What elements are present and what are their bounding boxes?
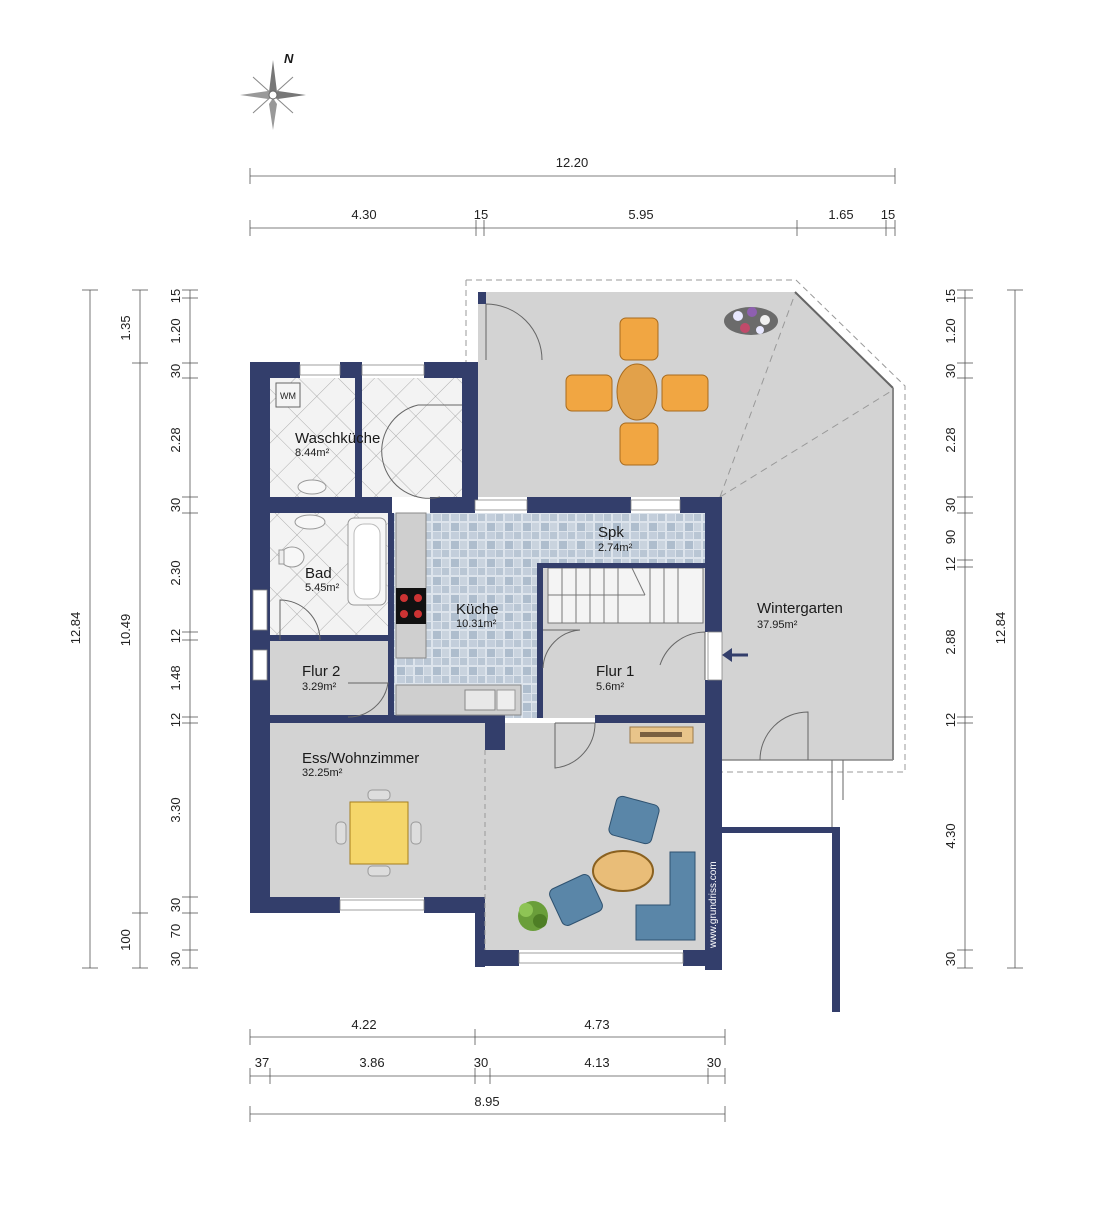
dim-right-seg-1: 15 bbox=[943, 289, 958, 303]
dim-right-seg-5: 30 bbox=[943, 498, 958, 512]
walls bbox=[250, 292, 840, 1012]
dim-left-mid-3: 100 bbox=[118, 929, 133, 951]
kueche-area: 10.31m² bbox=[456, 618, 497, 630]
sofa-icon bbox=[635, 851, 696, 941]
waschkueche-floor-b bbox=[362, 378, 462, 497]
flower-planter-icon bbox=[724, 307, 778, 335]
dim-left-mid-2: 10.49 bbox=[118, 614, 133, 647]
patio-table-icon bbox=[565, 317, 709, 466]
spk-floor bbox=[537, 513, 705, 563]
dim-top-seg-1: 4.30 bbox=[351, 207, 376, 222]
dim-bottom-seg-4: 4.13 bbox=[584, 1055, 609, 1070]
flur2-area: 3.29m² bbox=[302, 681, 337, 693]
dim-left-seg-11: 30 bbox=[168, 898, 183, 912]
spk-name: Spk bbox=[598, 524, 624, 541]
dim-top-seg-4: 1.65 bbox=[828, 207, 853, 222]
dim-right-total: 12.84 bbox=[993, 612, 1008, 645]
armchair-icon bbox=[549, 795, 660, 926]
dim-bottom-seg-2: 3.86 bbox=[359, 1055, 384, 1070]
flur2-floor bbox=[270, 640, 388, 717]
toilet-icon bbox=[278, 546, 305, 568]
windows bbox=[252, 364, 723, 964]
dim-bottom-seg-1: 37 bbox=[255, 1055, 269, 1070]
wintergarten-area: 37.95m² bbox=[757, 619, 798, 631]
right-dimensions: 15 1.20 30 2.28 30 90 12 2.88 12 4.30 30… bbox=[943, 289, 1023, 969]
dim-left-seg-5: 30 bbox=[168, 498, 183, 512]
dim-right-seg-9: 12 bbox=[943, 713, 958, 727]
top-dimensions: 12.20 4.30 15 5.95 1.65 15 bbox=[249, 155, 896, 236]
waschkueche-name: Waschküche bbox=[295, 430, 380, 447]
entry-arrow-icon bbox=[722, 648, 748, 662]
compass-label: N bbox=[284, 51, 294, 66]
dim-left-seg-10: 3.30 bbox=[168, 797, 183, 822]
kueche-name: Küche bbox=[456, 601, 499, 618]
dim-bottom-total: 8.95 bbox=[474, 1094, 499, 1109]
dim-right-seg-3: 30 bbox=[943, 364, 958, 378]
dim-top-seg-2: 15 bbox=[474, 207, 488, 222]
dim-right-seg-7: 12 bbox=[943, 557, 958, 571]
dim-bottom-upper-2: 4.73 bbox=[584, 1017, 609, 1032]
bad-name: Bad bbox=[305, 565, 332, 582]
dim-left-mid-1: 1.35 bbox=[118, 315, 133, 340]
compass-icon: N bbox=[240, 51, 306, 130]
dim-left-seg-1: 15 bbox=[168, 289, 183, 303]
flur2-name: Flur 2 bbox=[302, 663, 340, 680]
sink-icon bbox=[294, 479, 327, 530]
plant-icon bbox=[518, 901, 548, 931]
dim-right-seg-8: 2.88 bbox=[943, 629, 958, 654]
dim-top-seg-3: 5.95 bbox=[628, 207, 653, 222]
washing-machine-icon: WM bbox=[275, 382, 301, 408]
left-dimensions: 12.84 1.35 10.49 100 15 1.20 30 2.28 30 … bbox=[68, 289, 198, 969]
stove-icon bbox=[396, 588, 426, 624]
watermark-text: www.grundriss.com bbox=[708, 861, 719, 949]
dim-left-seg-7: 12 bbox=[168, 629, 183, 643]
dim-right-seg-2: 1.20 bbox=[943, 318, 958, 343]
bathtub-icon bbox=[347, 517, 387, 606]
bad-area: 5.45m² bbox=[305, 582, 340, 594]
dim-left-seg-2: 1.20 bbox=[168, 318, 183, 343]
dim-bottom-seg-3: 30 bbox=[474, 1055, 488, 1070]
dim-left-seg-8: 1.48 bbox=[168, 665, 183, 690]
dim-top-seg-5: 15 bbox=[881, 207, 895, 222]
kitchen-sink-icon bbox=[464, 689, 516, 711]
dim-left-seg-9: 12 bbox=[168, 713, 183, 727]
flur1-name: Flur 1 bbox=[596, 663, 634, 680]
dim-right-seg-4: 2.28 bbox=[943, 427, 958, 452]
washing-machine-label: WM bbox=[280, 391, 296, 401]
wohnen-area: 32.25m² bbox=[302, 767, 343, 779]
waschkueche-area: 8.44m² bbox=[295, 447, 330, 459]
bottom-dimensions: 4.22 4.73 37 3.86 30 4.13 30 8.95 bbox=[249, 1017, 726, 1122]
wintergarten-name: Wintergarten bbox=[757, 600, 843, 617]
dim-left-total: 12.84 bbox=[68, 612, 83, 645]
dim-top-total: 12.20 bbox=[556, 155, 589, 170]
dim-left-seg-3: 30 bbox=[168, 364, 183, 378]
spk-area: 2.74m² bbox=[598, 542, 633, 554]
dim-bottom-seg-5: 30 bbox=[707, 1055, 721, 1070]
flur1-area: 5.6m² bbox=[596, 681, 624, 693]
dim-right-seg-11: 30 bbox=[943, 952, 958, 966]
dim-bottom-upper-1: 4.22 bbox=[351, 1017, 376, 1032]
staircase bbox=[547, 567, 704, 624]
coffee-table-icon bbox=[592, 850, 654, 892]
doors bbox=[279, 303, 844, 827]
dim-left-seg-13: 30 bbox=[168, 952, 183, 966]
dim-left-seg-12: 70 bbox=[168, 924, 183, 938]
sideboard-icon bbox=[629, 726, 694, 744]
dim-left-seg-4: 2.28 bbox=[168, 427, 183, 452]
dim-right-seg-10: 4.30 bbox=[943, 823, 958, 848]
wohnen-name: Ess/Wohnzimmer bbox=[302, 750, 419, 767]
dining-table-icon bbox=[335, 789, 422, 877]
dim-right-seg-6: 90 bbox=[943, 530, 958, 544]
dim-left-seg-6: 2.30 bbox=[168, 560, 183, 585]
